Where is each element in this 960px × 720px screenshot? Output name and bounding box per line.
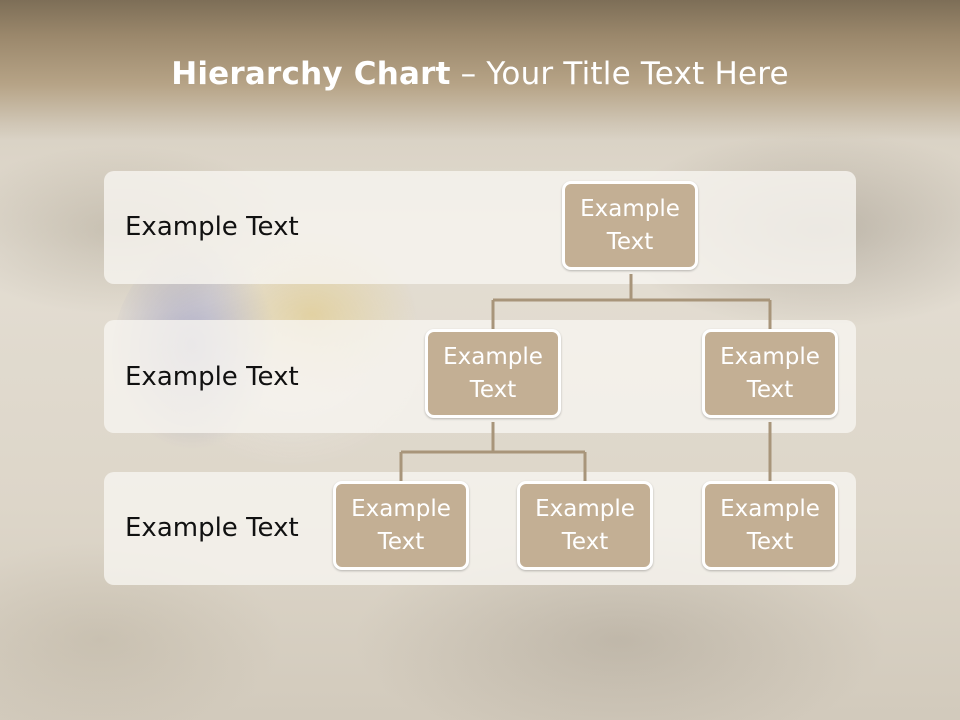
- connector-root-to-level2: [491, 274, 772, 329]
- title-rest: – Your Title Text Here: [450, 56, 789, 92]
- level-label-1[interactable]: Example Text: [125, 212, 299, 242]
- node-level2-left[interactable]: Example Text: [425, 329, 561, 418]
- node-level3-a[interactable]: Example Text: [333, 481, 469, 570]
- node-level3-c-label: Example Text: [720, 495, 820, 555]
- node-level3-b-label: Example Text: [535, 495, 635, 555]
- node-level3-b[interactable]: Example Text: [517, 481, 653, 570]
- title-bold: Hierarchy Chart: [171, 56, 451, 92]
- node-level3-a-label: Example Text: [351, 495, 451, 555]
- level-label-3[interactable]: Example Text: [125, 513, 299, 543]
- node-level2-right-label: Example Text: [720, 343, 820, 403]
- node-root-label: Example Text: [580, 195, 680, 255]
- connector-left-to-level3: [399, 422, 587, 481]
- node-level3-c[interactable]: Example Text: [702, 481, 838, 570]
- level-band-1: [104, 171, 856, 284]
- level-label-2[interactable]: Example Text: [125, 362, 299, 392]
- node-root[interactable]: Example Text: [562, 181, 698, 270]
- node-level2-right[interactable]: Example Text: [702, 329, 838, 418]
- slide-title[interactable]: Hierarchy Chart – Your Title Text Here: [0, 56, 960, 92]
- title-bar: [0, 0, 960, 140]
- node-level2-left-label: Example Text: [443, 343, 543, 403]
